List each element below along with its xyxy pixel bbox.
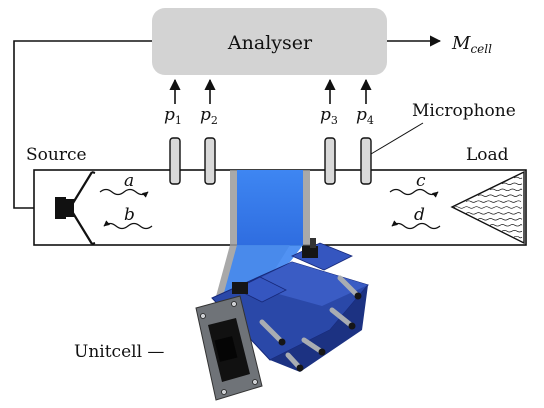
analyser-label: Analyser bbox=[227, 32, 313, 54]
svg-text:c: c bbox=[416, 171, 426, 191]
microphone-p2 bbox=[204, 137, 216, 185]
mic-label-p1: p1 bbox=[164, 105, 182, 127]
output-label: Mcell bbox=[451, 33, 492, 56]
mic-label-p4: p4 bbox=[356, 105, 374, 127]
microphone-pointer bbox=[370, 122, 424, 155]
microphone-p4 bbox=[360, 137, 372, 185]
microphone-label: Microphone bbox=[412, 101, 516, 121]
microphone-p3 bbox=[324, 137, 336, 185]
wave-c: c bbox=[389, 171, 439, 198]
wedge-hatch-line bbox=[477, 218, 523, 221]
wedge-hatch-line bbox=[489, 224, 523, 227]
mic-labels: p1 p2 p3 p4 bbox=[164, 105, 374, 127]
wedge-hatch-line bbox=[501, 230, 523, 233]
mic-label-p2: p2 bbox=[200, 105, 218, 127]
wave-b: b bbox=[103, 205, 153, 230]
source-label: Source bbox=[26, 145, 87, 165]
wave-a: a bbox=[99, 171, 149, 198]
wedge-hatch-line bbox=[453, 206, 523, 209]
wedge-hatch-line bbox=[465, 212, 522, 215]
svg-text:b: b bbox=[124, 205, 135, 225]
loudspeaker-icon bbox=[55, 171, 96, 245]
load-label: Load bbox=[466, 145, 509, 165]
wedge-hatch-line bbox=[513, 176, 523, 180]
wedge-hatch-line bbox=[489, 188, 523, 191]
svg-text:a: a bbox=[124, 171, 134, 191]
wedge-hatch-line bbox=[477, 194, 523, 197]
unitcell-label: Unitcell — bbox=[74, 342, 164, 362]
wedge-hatch-line bbox=[513, 235, 523, 239]
mic-label-p3: p3 bbox=[320, 105, 338, 127]
feedback-line bbox=[13, 40, 152, 214]
unitcell-device bbox=[195, 238, 369, 401]
signal-arrows bbox=[169, 78, 372, 104]
microphones bbox=[169, 137, 372, 185]
microphone-p1 bbox=[169, 137, 181, 185]
analyser-box: Analyser bbox=[152, 8, 387, 75]
wedge-hatch-line bbox=[501, 182, 523, 185]
svg-text:d: d bbox=[414, 205, 425, 225]
wave-d: d bbox=[391, 205, 441, 230]
anechoic-load bbox=[450, 170, 525, 245]
wedge-hatch-line bbox=[465, 200, 522, 203]
